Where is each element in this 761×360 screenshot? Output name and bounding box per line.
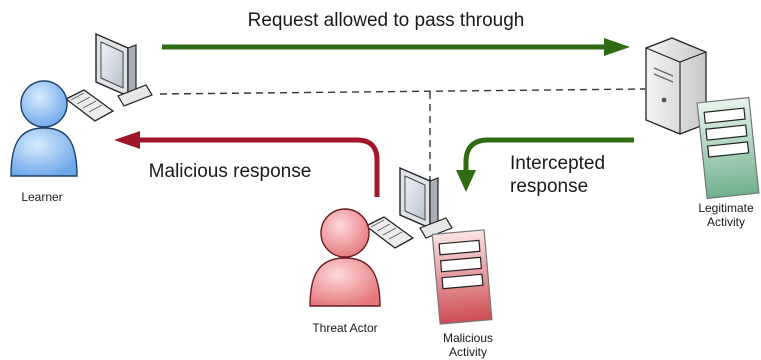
intercepted-arrow: Intercepted response	[456, 137, 634, 197]
threat-actor-person: Threat Actor	[309, 208, 381, 335]
document-icon	[431, 229, 493, 325]
request-arrow: Request allowed to pass through	[162, 10, 630, 56]
learner-computer	[64, 32, 153, 122]
keyboard-icon	[364, 216, 415, 249]
server-icon	[645, 37, 707, 135]
learner-label: Learner	[21, 190, 62, 204]
malicious-label-line2: Activity	[449, 345, 487, 359]
request-arrow-label: Request allowed to pass through	[248, 10, 525, 31]
person-icon	[10, 80, 78, 177]
link-learner-server	[159, 88, 646, 95]
computer-icon	[95, 32, 153, 107]
legitimate-document: Legitimate Activity	[696, 96, 760, 229]
threat-computer	[364, 166, 453, 249]
document-icon	[696, 96, 760, 200]
malicious-label-line1: Malicious	[443, 331, 493, 345]
server	[645, 37, 707, 135]
malicious-document: Malicious Activity	[431, 229, 493, 359]
person-icon	[309, 208, 381, 307]
threat-actor-label: Threat Actor	[312, 321, 377, 335]
keyboard-icon	[64, 89, 115, 122]
intercepted-label-line1: Intercepted	[510, 153, 605, 174]
network-links	[159, 88, 646, 182]
malicious-response-arrow: Malicious response	[114, 131, 380, 197]
learner-person: Learner	[10, 80, 78, 204]
intercepted-label-line2: response	[510, 176, 588, 197]
legitimate-label-line2: Activity	[707, 215, 745, 229]
legitimate-label-line1: Legitimate	[698, 201, 754, 215]
computer-icon	[399, 166, 453, 239]
malicious-response-label: Malicious response	[149, 161, 312, 182]
